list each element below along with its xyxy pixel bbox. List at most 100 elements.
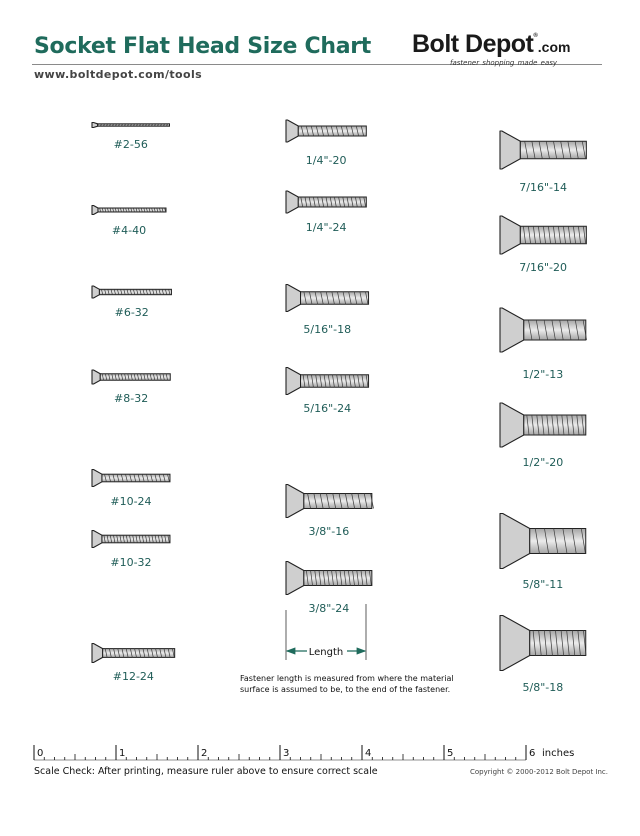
fastener-7-16in-20: 7/16"-20 bbox=[499, 215, 587, 274]
ruler-number: 5 bbox=[447, 748, 453, 759]
fastener-shank bbox=[98, 288, 172, 296]
scale-check-note: Scale Check: After printing, measure rul… bbox=[34, 766, 378, 777]
fastener-1-2in-13: 1/2"-13 bbox=[499, 307, 587, 381]
fastener-head bbox=[499, 402, 525, 448]
fastener-head bbox=[91, 642, 104, 664]
fastener-head bbox=[499, 215, 521, 255]
page-title: Socket Flat Head Size Chart bbox=[34, 34, 372, 59]
fastener-label: 1/2"-13 bbox=[523, 368, 564, 381]
fastener-3-8in-16: 3/8"-16 bbox=[285, 483, 374, 538]
ruler-number: 1 bbox=[119, 748, 125, 759]
fastener-label: #4-40 bbox=[112, 224, 146, 237]
fastener-10-24: #10-24 bbox=[91, 468, 171, 508]
fastener-label: 3/8"-24 bbox=[309, 602, 350, 615]
logo-registered-mark: ® bbox=[533, 33, 538, 39]
fastener-label: 5/8"-11 bbox=[523, 578, 564, 591]
ruler: 0 1 2 3 4 5 6 inches bbox=[33, 745, 574, 761]
fastener-head bbox=[91, 204, 99, 216]
fastener-label: 1/4"-24 bbox=[306, 221, 347, 234]
ruler-number: 0 bbox=[37, 748, 43, 759]
fastener-1-2in-20: 1/2"-20 bbox=[499, 402, 587, 469]
fastener-5-16in-18: 5/16"-18 bbox=[285, 283, 370, 336]
fastener-5-16in-24: 5/16"-24 bbox=[285, 366, 370, 415]
fastener-label: #12-24 bbox=[113, 670, 154, 683]
fastener-head bbox=[91, 285, 100, 299]
fastener-label: #10-24 bbox=[110, 495, 151, 508]
fastener-label: 7/16"-14 bbox=[519, 181, 567, 194]
ruler-number: 6 bbox=[529, 748, 535, 759]
fastener-label: 1/4"-20 bbox=[306, 154, 347, 167]
logo-suffix: .com bbox=[537, 39, 571, 55]
fastener-threads bbox=[302, 374, 369, 388]
fastener-threads bbox=[101, 289, 171, 295]
fastener-head bbox=[499, 614, 531, 672]
fastener-threads bbox=[528, 319, 587, 341]
fastener-shank bbox=[101, 473, 171, 483]
fastener-threads bbox=[534, 528, 586, 554]
fastener-head bbox=[285, 560, 305, 596]
fastener-head bbox=[91, 121, 99, 129]
length-note: Fastener length is measured from where t… bbox=[240, 674, 454, 694]
fastener-6-32: #6-32 bbox=[91, 285, 172, 319]
fastener-label: #2-56 bbox=[114, 138, 148, 151]
copyright: Copyright © 2000-2012 Bolt Depot Inc. bbox=[469, 768, 608, 776]
logo-tagline: fastener shopping made easy bbox=[450, 59, 558, 67]
fastener-threads bbox=[303, 291, 369, 305]
fastener-4-40: #4-40 bbox=[91, 204, 167, 237]
logo-wordmark: Bolt Depot®.com bbox=[412, 30, 570, 59]
site-url: www.boltdepot.com/tools bbox=[34, 68, 203, 81]
fastener-threads bbox=[526, 414, 585, 436]
fastener-label: 5/8"-18 bbox=[523, 681, 564, 694]
fastener-1-4in-24: 1/4"-24 bbox=[285, 190, 367, 234]
fastener-threads bbox=[300, 125, 364, 137]
fastener-shank bbox=[519, 140, 587, 160]
fastener-head bbox=[91, 369, 101, 385]
fastener-8-32: #8-32 bbox=[91, 369, 171, 405]
header-divider bbox=[32, 64, 602, 65]
header: Socket Flat Head Size Chart www.boltdepo… bbox=[0, 0, 640, 90]
length-indicator: Length bbox=[285, 604, 367, 660]
fastener-2-56: #2-56 bbox=[91, 121, 170, 151]
fastener-head bbox=[285, 366, 302, 396]
fastener-label: #8-32 bbox=[114, 392, 148, 405]
fastener-threads bbox=[103, 535, 170, 543]
fastener-threads bbox=[300, 196, 367, 208]
fastener-label: 5/16"-18 bbox=[303, 323, 351, 336]
fastener-label: #10-32 bbox=[110, 556, 151, 569]
ruler-number: 2 bbox=[201, 748, 207, 759]
fastener-threads bbox=[101, 373, 168, 381]
fastener-5-8in-18: 5/8"-18 bbox=[499, 614, 587, 694]
bolt-depot-logo: Bolt Depot®.com fastener shopping made e… bbox=[412, 30, 612, 70]
fastener-shank bbox=[523, 414, 587, 436]
fastener-label: 5/16"-24 bbox=[303, 402, 351, 415]
fastener-label: 1/2"-20 bbox=[523, 456, 564, 469]
fastener-3-8in-24: 3/8"-24 bbox=[285, 560, 373, 615]
fastener-10-32: #10-32 bbox=[91, 529, 171, 569]
fastener-label: #6-32 bbox=[115, 306, 149, 319]
fastener-shank bbox=[97, 207, 167, 213]
fastener-threads bbox=[532, 630, 587, 656]
fastener-label: 7/16"-20 bbox=[519, 261, 567, 274]
fastener-head bbox=[91, 468, 103, 488]
ruler-number: 4 bbox=[365, 748, 371, 759]
fastener-shank bbox=[529, 528, 587, 554]
fastener-shank bbox=[102, 648, 176, 658]
fastener-threads bbox=[99, 207, 167, 213]
ruler-unit: inches bbox=[542, 748, 574, 759]
fastener-group: #2-56 #4-40 #6-32 #8-32 #10-24 #10-32 #12-24 1/… bbox=[91, 119, 587, 694]
fastener-threads bbox=[307, 493, 374, 509]
fastener-12-24: #12-24 bbox=[91, 642, 176, 683]
fastener-5-8in-11: 5/8"-11 bbox=[499, 512, 587, 591]
fastener-threads bbox=[104, 474, 170, 482]
fastener-shank bbox=[297, 196, 367, 208]
fastener-head bbox=[285, 483, 305, 519]
fastener-threads bbox=[524, 141, 586, 159]
fastener-shank bbox=[303, 570, 373, 586]
fastener-threads bbox=[98, 123, 169, 127]
fastener-threads bbox=[104, 648, 175, 658]
fastener-1-4in-20: 1/4"-20 bbox=[285, 119, 367, 167]
fastener-head bbox=[285, 119, 299, 143]
ruler-number: 3 bbox=[283, 748, 289, 759]
fastener-threads bbox=[306, 570, 372, 586]
